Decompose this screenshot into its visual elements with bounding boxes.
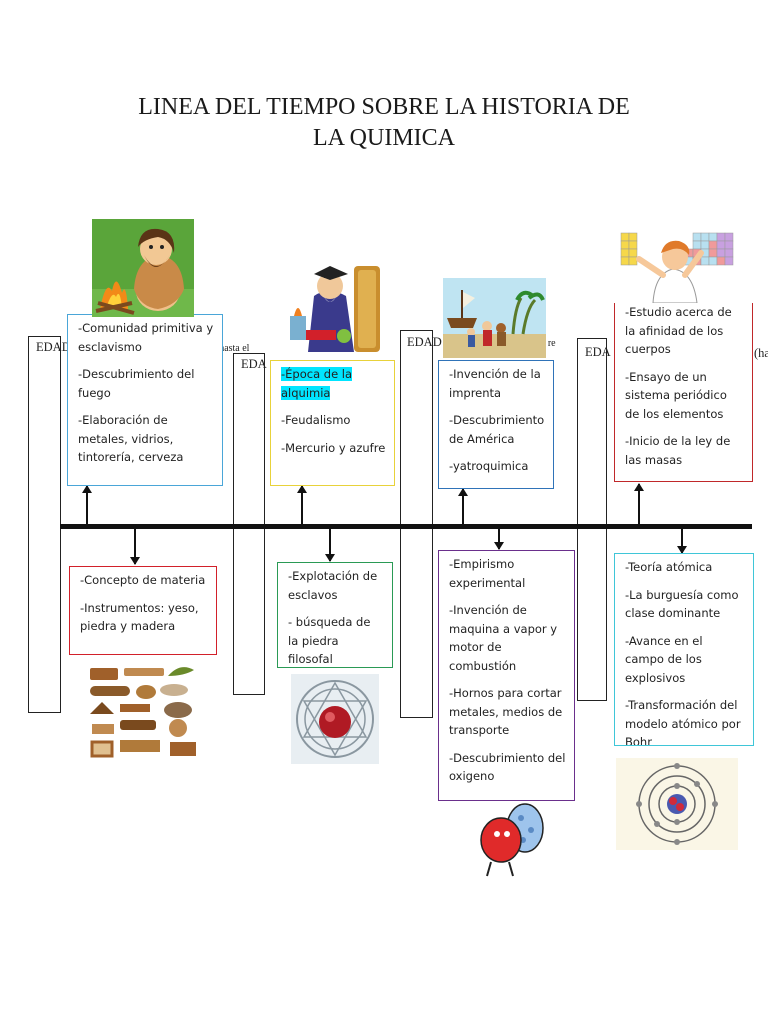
scientist-periodic-table-icon — [593, 225, 755, 303]
bottom-card-1-item: -Instrumentos: yeso, piedra y madera — [80, 599, 208, 636]
bottom-card-4-item: -Avance en el campo de los explosivos — [625, 632, 745, 688]
top-card-4-item: -Ensayo de un sistema periódico de los e… — [625, 368, 744, 424]
caveman-fire-icon — [92, 219, 194, 317]
page-title: LINEA DEL TIEMPO SOBRE LA HISTORIA DE LA… — [0, 92, 768, 154]
oxygen-molecule-icon — [473, 800, 548, 880]
bottom-card-4: -Teoría atómica -La burguesía como clase… — [614, 553, 754, 746]
era-box-4 — [577, 338, 607, 701]
bottom-card-4-item: -La burguesía como clase dominante — [625, 586, 745, 623]
era-label-2-text: EDA — [241, 357, 267, 371]
bohr-atom-icon — [616, 758, 738, 850]
top-card-1: -Comunidad primitiva y esclavismo -Descu… — [67, 314, 223, 486]
bottom-card-2-item: - búsqueda de la piedra filosofal — [288, 613, 384, 668]
bottom-card-2-item: -Explotación de esclavos — [288, 567, 384, 604]
bottom-card-3-item: -Empirismo experimental — [449, 555, 566, 592]
bottom-card-3-item: -Descubrimiento del oxigeno — [449, 749, 566, 786]
bottom-card-1: -Concepto de materia -Instrumentos: yeso… — [69, 566, 217, 655]
arrow-up-2 — [301, 486, 303, 524]
arrow-down-2 — [329, 529, 331, 561]
arrow-down-1 — [134, 529, 136, 564]
era-label-3-text: EDAD — [407, 335, 442, 349]
top-card-4-item: -Inicio de la ley de las masas — [625, 432, 744, 469]
bottom-card-1-item: -Concepto de materia — [80, 571, 208, 590]
arrow-up-1 — [86, 486, 88, 524]
top-card-1-item: -Elaboración de metales, vidrios, tintor… — [78, 411, 214, 467]
era-label-4-text: EDA — [585, 345, 611, 359]
top-card-2: -Época de la alquimia -Feudalismo -Mercu… — [270, 360, 395, 486]
bottom-card-2: -Explotación de esclavos - búsqueda de l… — [277, 562, 393, 668]
arrow-up-4 — [638, 484, 640, 524]
bottom-card-4-item: -Transformación del modelo atómico por B… — [625, 696, 745, 746]
arrow-down-3 — [498, 529, 500, 549]
top-card-2-item: -Feudalismo — [281, 411, 386, 430]
timeline-axis — [60, 524, 752, 529]
era-label-2: EDA — [241, 357, 267, 372]
top-card-1-item: -Comunidad primitiva y esclavismo — [78, 319, 214, 356]
arrow-up-3 — [462, 489, 464, 524]
top-card-3-item: -Invención de la imprenta — [449, 365, 545, 402]
top-card-3: -Invención de la imprenta -Descubrimient… — [438, 360, 554, 489]
bottom-card-3-item: -Hornos para cortar metales, medios de t… — [449, 684, 566, 740]
highlighted-text: -Época de la alquimia — [281, 367, 352, 400]
bottom-card-3: -Empirismo experimental -Invención de ma… — [438, 550, 575, 801]
top-card-4: -Estudio acerca de la afinidad de los cu… — [614, 298, 753, 482]
materials-wood-stone-icon — [84, 662, 204, 762]
era-label-1-text: EDAD — [36, 340, 71, 354]
top-card-4-item: -Estudio acerca de la afinidad de los cu… — [625, 303, 744, 359]
bottom-card-4-item: -Teoría atómica — [625, 558, 745, 577]
bottom-card-3-item: -Invención de maquina a vapor y motor de… — [449, 601, 566, 675]
explorers-ships-icon — [443, 278, 546, 358]
arrow-down-4 — [681, 529, 683, 553]
alchemist-icon — [284, 256, 382, 356]
era-box-1 — [28, 336, 61, 713]
top-card-1-item: -Descubrimiento del fuego — [78, 365, 214, 402]
top-card-2-item: -Época de la alquimia — [281, 365, 386, 402]
title-line-1: LINEA DEL TIEMPO SOBRE LA HISTORIA DE — [0, 92, 768, 123]
top-card-3-item: -Descubrimiento de América — [449, 411, 545, 448]
top-card-3-item: -yatroquimica — [449, 457, 545, 476]
era-label-4-tail: (ha — [754, 346, 768, 361]
title-line-2: LA QUIMICA — [0, 123, 768, 154]
top-card-2-item: -Mercurio y azufre — [281, 439, 386, 458]
era-label-4: EDA — [585, 345, 611, 360]
philosophers-stone-icon — [291, 674, 379, 764]
